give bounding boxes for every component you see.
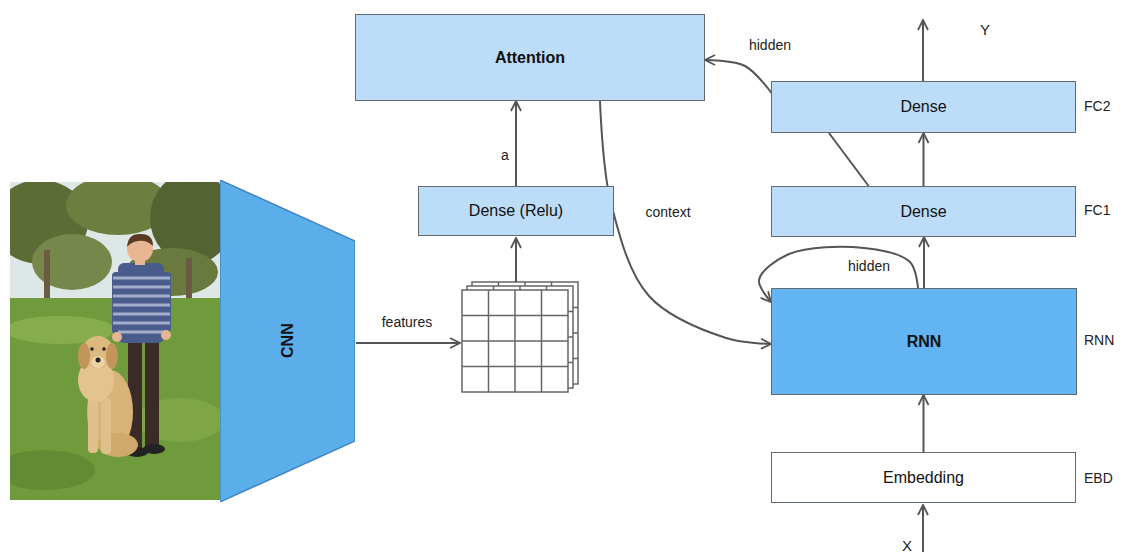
connector bbox=[600, 101, 771, 344]
connector bbox=[705, 60, 773, 95]
dog-leg bbox=[88, 395, 98, 453]
stripe bbox=[113, 304, 170, 307]
node-text: Embedding bbox=[883, 468, 964, 487]
connector bbox=[923, 395, 925, 452]
rnn-box: RNN bbox=[771, 288, 1077, 395]
embedding-box: Embedding bbox=[771, 452, 1076, 503]
grid-lines bbox=[462, 290, 568, 392]
output-label: Y bbox=[980, 21, 990, 39]
feature-map bbox=[462, 282, 578, 392]
node-text: Attention bbox=[495, 48, 565, 67]
node-text: CNN bbox=[278, 324, 297, 359]
features-arrow bbox=[356, 342, 460, 344]
output-arrow bbox=[922, 20, 924, 81]
dog-leg bbox=[101, 398, 111, 454]
attention-box: Attention bbox=[355, 14, 705, 101]
node-text: Dense bbox=[900, 202, 946, 221]
photo bbox=[10, 182, 220, 500]
input-label: X bbox=[902, 537, 912, 555]
dense-box: Dense bbox=[771, 186, 1076, 237]
boy-hand bbox=[112, 332, 122, 342]
layer-tag: EBD bbox=[1084, 470, 1113, 487]
layer-tag: RNN bbox=[1084, 332, 1114, 349]
boy-hand bbox=[161, 330, 171, 340]
layer-tag: FC1 bbox=[1084, 202, 1110, 219]
stripe bbox=[113, 277, 170, 280]
trapezoid-shape bbox=[220, 180, 355, 502]
boy-leg bbox=[145, 335, 159, 447]
sweater-stripes bbox=[113, 278, 170, 332]
edge-label: hidden bbox=[747, 37, 793, 54]
edge-label: a bbox=[499, 147, 511, 164]
cnn-trapezoid: CNN bbox=[220, 180, 355, 502]
boy-shoe bbox=[143, 444, 165, 454]
edge-label: context bbox=[643, 204, 692, 221]
grass-patch bbox=[10, 450, 95, 490]
dog-eye bbox=[90, 347, 94, 351]
dog-nose bbox=[96, 358, 101, 363]
stripe bbox=[113, 322, 170, 325]
grid-frame bbox=[462, 290, 568, 392]
data-label: features bbox=[382, 314, 433, 331]
feature-to-dense-arrow bbox=[515, 238, 517, 282]
connector bbox=[923, 237, 925, 288]
input-arrow bbox=[922, 505, 924, 552]
node-text: RNN bbox=[907, 332, 942, 351]
dog-snout bbox=[91, 356, 105, 368]
dog-ear bbox=[106, 343, 118, 369]
stripe bbox=[113, 286, 170, 289]
stripe bbox=[113, 295, 170, 298]
dense-box: Dense (Relu) bbox=[418, 186, 614, 236]
stripe bbox=[118, 331, 164, 334]
connector bbox=[923, 133, 925, 186]
dense-box: Dense bbox=[771, 81, 1076, 133]
edge-label: hidden bbox=[846, 258, 892, 275]
boy-sweater bbox=[118, 263, 164, 343]
node-text: Dense bbox=[900, 97, 946, 116]
connector bbox=[829, 133, 869, 186]
grid-layer bbox=[462, 290, 568, 392]
connector bbox=[515, 101, 517, 186]
stripe bbox=[113, 313, 170, 316]
dog-ear bbox=[78, 343, 90, 369]
layer-tag: FC2 bbox=[1084, 98, 1110, 115]
boy-hair bbox=[127, 234, 153, 247]
dog-eye bbox=[102, 347, 106, 351]
node-text: Dense (Relu) bbox=[469, 201, 563, 220]
